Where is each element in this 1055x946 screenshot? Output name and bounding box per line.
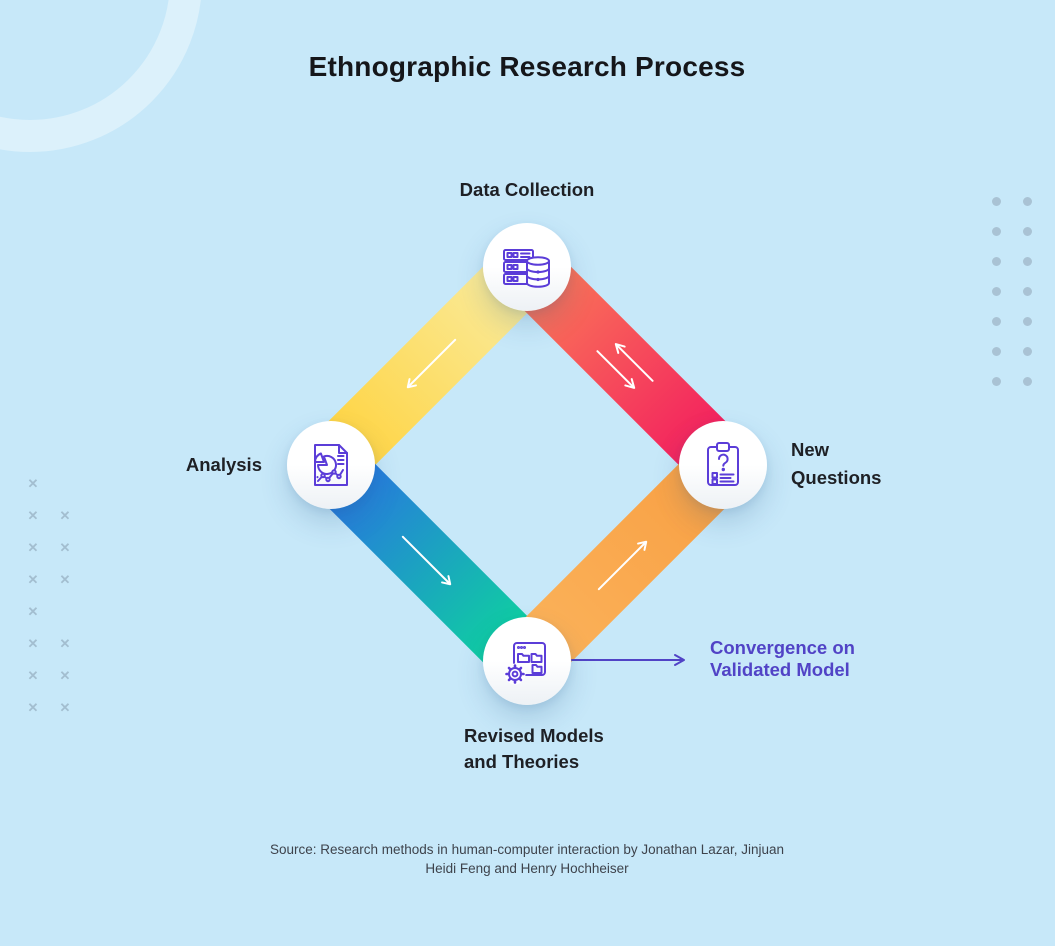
dot-decoration	[1023, 377, 1032, 386]
arrow-toward-data-collection-icon	[614, 343, 654, 382]
label-new-questions: New Questions	[791, 439, 882, 488]
label-analysis: Analysis	[185, 454, 262, 475]
band-analysis-to-revised-models	[308, 442, 550, 684]
arrow-toward-new-questions-icon	[597, 540, 648, 591]
label-revised-models: Revised Models and Theories	[464, 725, 604, 772]
band-data-collection-to-analysis	[308, 245, 550, 487]
cross-decoration: ✕	[27, 508, 39, 523]
dot-decoration	[1023, 287, 1032, 296]
cross-decoration: ✕	[59, 572, 71, 587]
cross-decoration: ✕	[27, 668, 39, 683]
arrow-toward-analysis-icon	[406, 338, 457, 389]
clipboard-question-icon	[707, 442, 739, 486]
dot-decoration	[992, 377, 1001, 386]
band-data-collection-to-new-questions	[504, 245, 746, 487]
dots-pattern-decoration	[992, 197, 1032, 386]
dot-decoration	[992, 347, 1001, 356]
dot-decoration	[992, 287, 1001, 296]
cross-decoration: ✕	[59, 700, 71, 715]
dot-decoration	[992, 197, 1001, 206]
convergence-label: Convergence on Validated Model	[710, 637, 855, 680]
window-gear-icon	[504, 642, 546, 685]
cross-decoration: ✕	[27, 636, 39, 651]
cross-pattern-decoration: ✕✕✕✕✕✕✕✕✕✕✕✕✕✕✕✕	[26, 477, 72, 715]
cross-decoration: ✕	[59, 508, 71, 523]
circle-ring-decoration	[0, 0, 202, 152]
cross-decoration: ✕	[27, 700, 39, 715]
node-analysis	[287, 421, 375, 509]
dot-decoration	[1023, 257, 1032, 266]
dot-decoration	[1023, 317, 1032, 326]
server-database-icon	[503, 249, 550, 288]
dot-decoration	[992, 257, 1001, 266]
node-new-questions	[679, 421, 767, 509]
dot-decoration	[1023, 227, 1032, 236]
cross-decoration: ✕	[59, 540, 71, 555]
cross-decoration: ✕	[59, 636, 71, 651]
cross-decoration: ✕	[27, 476, 39, 491]
cross-decoration: ✕	[27, 540, 39, 555]
band-revised-models-to-new-questions	[504, 442, 746, 684]
chart-document-icon	[313, 444, 348, 486]
cross-decoration: ✕	[59, 668, 71, 683]
node-revised-models	[483, 617, 571, 705]
dot-decoration	[992, 317, 1001, 326]
cross-decoration: ✕	[27, 572, 39, 587]
page-title: Ethnographic Research Process	[308, 51, 746, 82]
node-data-collection	[483, 223, 571, 311]
arrow-toward-revised-models-icon	[401, 535, 452, 586]
label-data-collection: Data Collection	[459, 179, 595, 200]
arrow-toward-new-questions-icon	[596, 350, 636, 389]
cross-decoration: ✕	[27, 604, 39, 619]
source-citation: Source: Research methods in human-comput…	[269, 842, 785, 876]
dot-decoration	[1023, 347, 1032, 356]
convergence-arrow-icon	[571, 654, 685, 666]
dot-decoration	[992, 227, 1001, 236]
dot-decoration	[1023, 197, 1032, 206]
